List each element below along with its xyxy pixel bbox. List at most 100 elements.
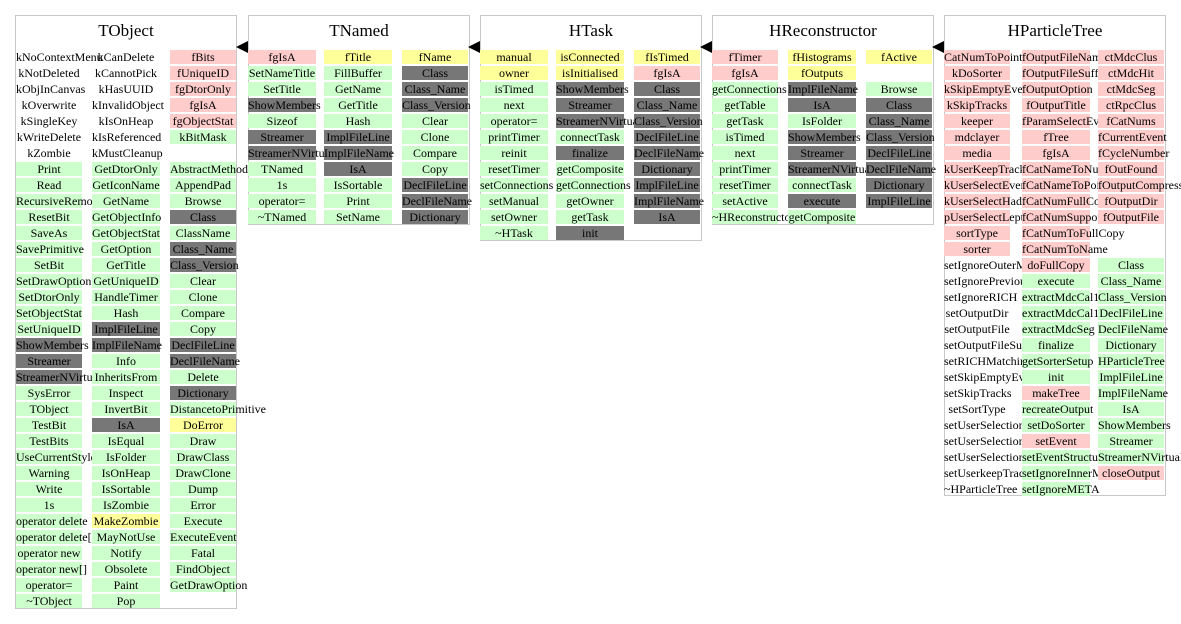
inheritance-arrow-icon	[932, 41, 944, 53]
member-tobject: TObject	[16, 402, 82, 416]
member-fistimed: fIsTimed	[634, 50, 700, 64]
member-tnamed: ~TNamed	[248, 210, 316, 224]
member-kbitmask: kBitMask	[170, 130, 236, 144]
member-setskipemptyevents: setSkipEmptyEvents	[944, 370, 1044, 384]
member-class-version: Class_Version	[866, 130, 935, 144]
member-finalize: finalize	[1022, 338, 1090, 352]
member-setbit: SetBit	[16, 258, 82, 272]
member-paint: Paint	[92, 578, 160, 592]
member-setignoremeta: setIgnoreMETA	[1022, 482, 1100, 496]
member-class: Class	[866, 98, 932, 112]
member-mdclayer: mdclayer	[944, 130, 1010, 144]
member-class-name: Class_Name	[170, 242, 236, 256]
member-dictionary: Dictionary	[866, 178, 932, 192]
member-setconnections: setConnections	[480, 178, 554, 192]
member-foutputfilesuffix: fOutputFileSuffix	[1022, 66, 1108, 80]
member-fcatnumfullcopysupport: fCatNumFullCopySupport	[1022, 194, 1151, 208]
member-clear: Clear	[402, 114, 468, 128]
member-syserror: SysError	[16, 386, 82, 400]
member-keeper: keeper	[944, 114, 1010, 128]
member-streamernvirtual: StreamerNVirtual	[248, 146, 334, 160]
member-fcurrentevent: fCurrentEvent	[1098, 130, 1167, 144]
member-compare: Compare	[170, 306, 236, 320]
member-getcomposite: getComposite	[556, 162, 624, 176]
member-draw: Draw	[170, 434, 236, 448]
member-kuserselecthadrons: kUserSelectHadrons	[944, 194, 1043, 208]
member-setowner: setOwner	[480, 210, 548, 224]
member-class-version: Class_Version	[1098, 290, 1167, 304]
member-setmanual: setManual	[480, 194, 548, 208]
member-compare: Compare	[402, 146, 468, 160]
member-fgobjectstat: fgObjectStat	[170, 114, 236, 128]
member-setuniqueid: SetUniqueID	[16, 322, 82, 336]
member-getobjectstat: GetObjectStat	[92, 226, 160, 240]
member-declfilename: DeclFileName	[1098, 322, 1168, 336]
member-inheritsfrom: InheritsFrom	[92, 370, 160, 384]
member-usecurrentstyle: UseCurrentStyle	[16, 450, 96, 464]
member-operator-new: operator new	[16, 546, 82, 560]
member-recursiveremove: RecursiveRemove	[16, 194, 104, 208]
member-classname: ClassName	[170, 226, 236, 240]
member-fgdtoronly: fgDtorOnly	[170, 82, 236, 96]
member-dump: Dump	[170, 482, 236, 496]
member-dictionary: Dictionary	[1098, 338, 1164, 352]
member-sizeof: Sizeof	[248, 114, 316, 128]
member-dictionary: Dictionary	[170, 386, 236, 400]
member-setdtoronly: SetDtorOnly	[16, 290, 82, 304]
member-class: Class	[170, 210, 236, 224]
member-sorter: sorter	[944, 242, 1010, 256]
member-findobject: FindObject	[170, 562, 236, 576]
member-clone: Clone	[170, 290, 236, 304]
inheritance-arrow-icon	[700, 41, 712, 53]
member-resetbit: ResetBit	[16, 210, 82, 224]
member-istimed: isTimed	[712, 130, 778, 144]
member-fillbuffer: FillBuffer	[324, 66, 392, 80]
member-1s: 1s	[16, 498, 82, 512]
member-extractmdccal1: extractMdcCal1	[1022, 290, 1100, 304]
member-maketree: makeTree	[1022, 386, 1090, 400]
member-connecttask: connectTask	[788, 178, 856, 192]
member-kuserselectevent: kUserSelectEvent	[944, 178, 1030, 192]
member-ctmdchit: ctMdcHit	[1098, 66, 1164, 80]
member-setignorepreviousindex: setIgnorePreviousIndex	[944, 274, 1058, 288]
member-drawclass: DrawClass	[170, 450, 236, 464]
member-implfileline: ImplFileLine	[634, 178, 700, 192]
member-gettask: getTask	[712, 114, 778, 128]
member-getconnections: getConnections	[556, 178, 631, 192]
member-extractmdccal1fromclus: extractMdcCal1FromClus	[1022, 306, 1148, 320]
member-clear: Clear	[170, 274, 236, 288]
member-fparamselectevent: fParamSelectEvent	[1022, 114, 1114, 128]
member-fgisa: fgIsA	[712, 66, 778, 80]
member-class: Class	[1098, 258, 1164, 272]
inheritance-arrow-icon	[468, 41, 480, 53]
member-kwritedelete: kWriteDelete	[16, 130, 82, 144]
member-isconnected: isConnected	[556, 50, 624, 64]
member-implfilename: ImplFileName	[1098, 386, 1168, 400]
member-class-version: Class_Version	[402, 98, 471, 112]
member-ftree: fTree	[1022, 130, 1090, 144]
member-funiqueid: fUniqueID	[170, 66, 236, 80]
member-execute: execute	[1022, 274, 1090, 288]
member-seteventstructure: setEventStructure	[1022, 450, 1108, 464]
member-declfilename: DeclFileName	[634, 146, 704, 160]
member-showmembers: ShowMembers	[248, 98, 321, 112]
member-kuserkeeptrack: kUserKeepTrack	[944, 162, 1026, 176]
member-hreconstructor: ~HReconstructor	[712, 210, 795, 224]
member-isequal: IsEqual	[92, 434, 160, 448]
member-ctmdcclus: ctMdcClus	[1098, 50, 1164, 64]
member-setname: SetName	[324, 210, 392, 224]
member-hash: Hash	[324, 114, 392, 128]
member-class-name: Class_Name	[1098, 274, 1164, 288]
member-showmembers: ShowMembers	[788, 130, 861, 144]
member-kzombie: kZombie	[27, 146, 71, 160]
member-fgisa: fgIsA	[248, 50, 316, 64]
member-streamer: Streamer	[16, 354, 82, 368]
member-operator: operator=	[480, 114, 548, 128]
member-setsorttype: setSortType	[948, 402, 1006, 416]
class-title: HReconstructor	[769, 21, 877, 40]
member-clone: Clone	[402, 130, 468, 144]
member-warning: Warning	[16, 466, 82, 480]
member-foutputcompression: fOutputCompression	[1098, 178, 1181, 192]
member-class-name: Class_Name	[634, 98, 700, 112]
member-getcomposite: getComposite	[788, 210, 856, 224]
